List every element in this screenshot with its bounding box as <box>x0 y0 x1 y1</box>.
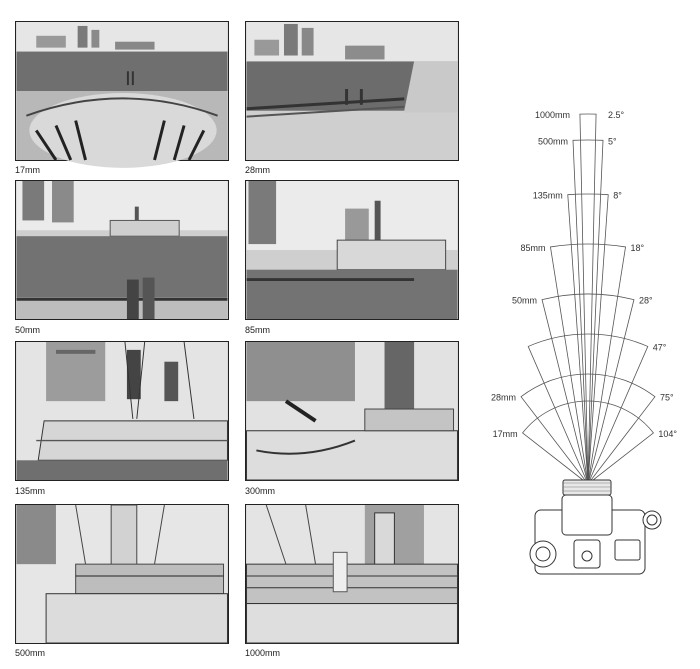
focal-label-2: 500mm <box>538 136 568 146</box>
angle-labels: 2.5° 1000mm 5° 500mm 8° 135mm 18° 85mm 28° 50mm 47… <box>491 110 677 439</box>
angle-label-3: 8° <box>613 191 622 201</box>
caption-500mm: 500mm <box>15 648 46 658</box>
photo-50mm <box>15 180 229 320</box>
photo-85mm <box>245 180 459 320</box>
focal-label-8: 17mm <box>493 429 518 439</box>
caption-300mm: 300mm <box>245 486 276 496</box>
caption-1000mm: 1000mm <box>245 648 281 658</box>
focal-label-3: 135mm <box>533 191 563 201</box>
angle-label-2: 5° <box>608 136 617 146</box>
angle-of-view-diagram: 2.5° 1000mm 5° 500mm 8° 135mm 18° 85mm 28° 50mm 47… <box>491 110 677 575</box>
angle-label-6: 47° <box>653 342 667 352</box>
angle-fan-7 <box>520 373 656 485</box>
angle-fan-8 <box>522 400 654 485</box>
photo-500mm <box>15 504 229 644</box>
angle-fans <box>520 113 656 486</box>
photo-1000mm-image <box>246 504 458 644</box>
caption-50mm: 50mm <box>15 325 41 335</box>
photo-50mm-image <box>16 181 228 319</box>
caption-28mm: 28mm <box>245 165 271 175</box>
caption-135mm: 135mm <box>15 486 46 496</box>
angle-label-7: 75° <box>660 393 674 403</box>
angle-fan-6 <box>527 333 649 486</box>
angle-fan-2 <box>572 139 604 485</box>
focal-label-7: 28mm <box>491 393 516 403</box>
focal-label-1: 1000mm <box>535 110 570 120</box>
angle-label-5: 28° <box>639 296 653 306</box>
camera-icon <box>529 479 662 575</box>
focal-label-5: 50mm <box>512 296 537 306</box>
angle-fan-3 <box>567 193 609 485</box>
photo-17mm-image <box>16 22 228 168</box>
angle-label-1: 2.5° <box>608 110 625 120</box>
photo-85mm-image <box>246 181 458 319</box>
caption-85mm: 85mm <box>245 325 271 335</box>
photo-500mm-image <box>16 504 228 644</box>
angle-label-8: 104° <box>658 429 677 439</box>
angle-fan-5 <box>541 293 635 485</box>
photo-28mm <box>245 21 459 161</box>
angle-label-4: 18° <box>631 243 645 253</box>
angle-fan-4 <box>549 243 627 485</box>
photo-135mm <box>15 341 229 481</box>
photo-1000mm <box>245 504 459 644</box>
photo-28mm-image <box>246 22 458 160</box>
photo-17mm <box>15 21 229 168</box>
caption-17mm: 17mm <box>15 165 41 175</box>
focal-label-4: 85mm <box>520 243 545 253</box>
photo-300mm-image <box>246 342 458 481</box>
photo-135mm-image <box>16 341 228 480</box>
photo-300mm <box>245 341 459 481</box>
angle-fan-1 <box>579 113 597 485</box>
